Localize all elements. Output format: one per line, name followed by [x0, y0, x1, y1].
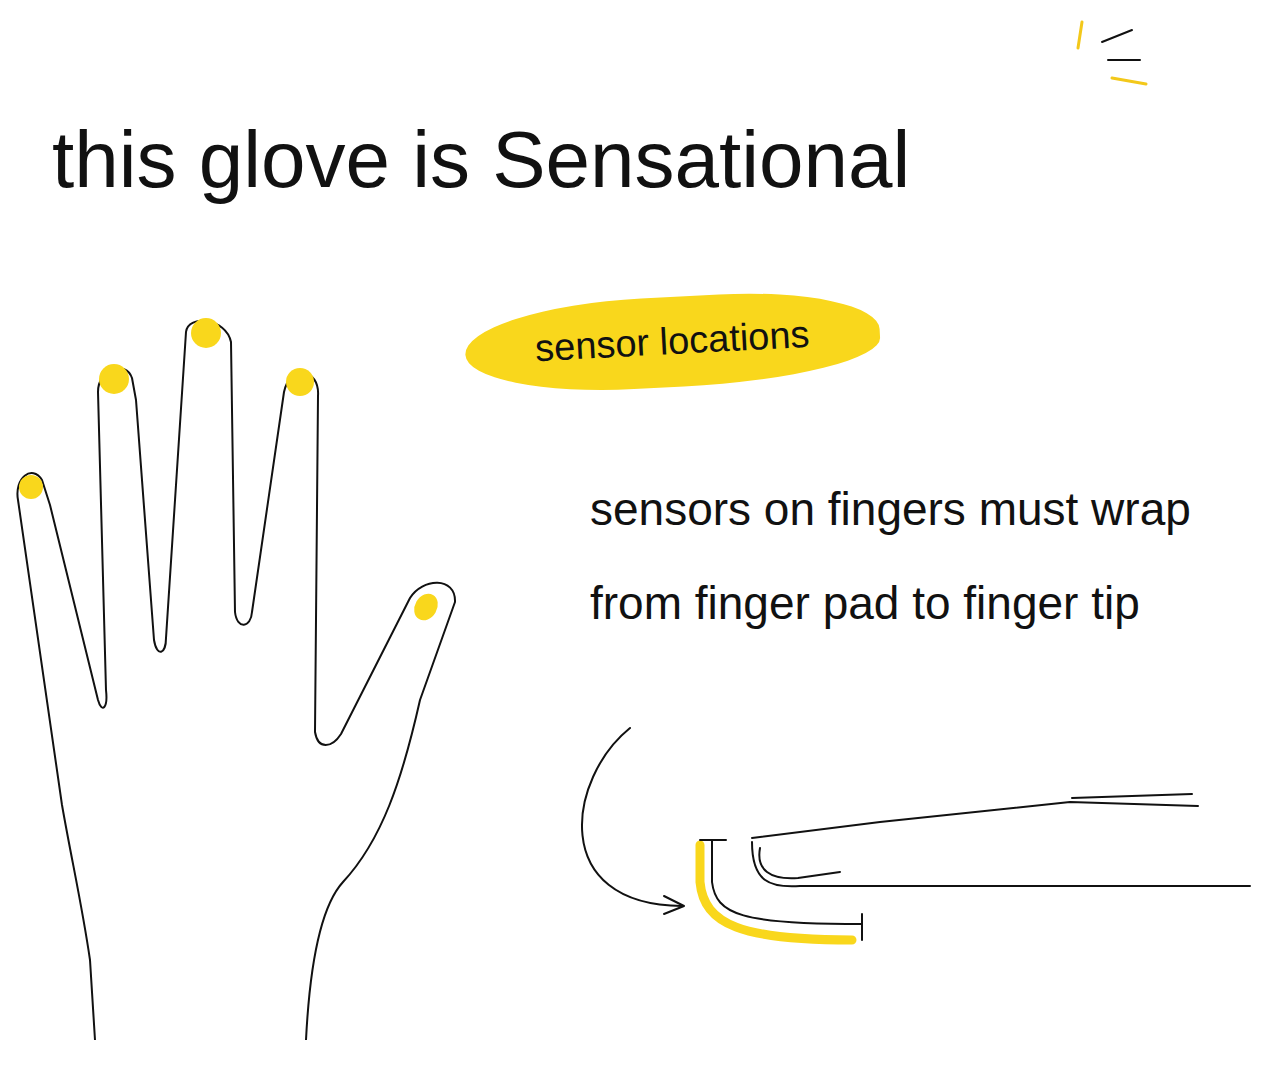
finger-outline [752, 842, 1250, 886]
sparkle-line [1108, 59, 1140, 61]
finger-outline [752, 802, 1198, 838]
hand-drawing [17, 318, 455, 1040]
sensor-tick [700, 839, 726, 841]
arrow-head [664, 896, 684, 914]
sparkle-line [1112, 78, 1146, 84]
sensor-dot [409, 589, 442, 624]
sensor-dot [286, 368, 314, 396]
note-text: sensors on fingers must wrap from finger… [590, 462, 1270, 650]
band-label: sensor locations [534, 312, 811, 372]
highlight-band: sensor locations [463, 286, 882, 397]
title: this glove is Sensational [52, 110, 910, 210]
sensor-dot [191, 318, 221, 348]
sensor-tick [861, 914, 863, 940]
sensor-dot [19, 475, 43, 499]
sparkle-line [1078, 22, 1082, 48]
hand-outline [17, 321, 455, 1040]
sensor-dot [99, 364, 129, 394]
sensor-strip [700, 845, 852, 940]
sensor-line [712, 840, 862, 924]
leader-line [582, 728, 682, 906]
finger-outline [1072, 794, 1192, 798]
finger-side-view [700, 794, 1250, 940]
sparkle-line [1102, 30, 1132, 42]
leader-arrow [582, 728, 684, 914]
finger-nail [759, 848, 840, 878]
